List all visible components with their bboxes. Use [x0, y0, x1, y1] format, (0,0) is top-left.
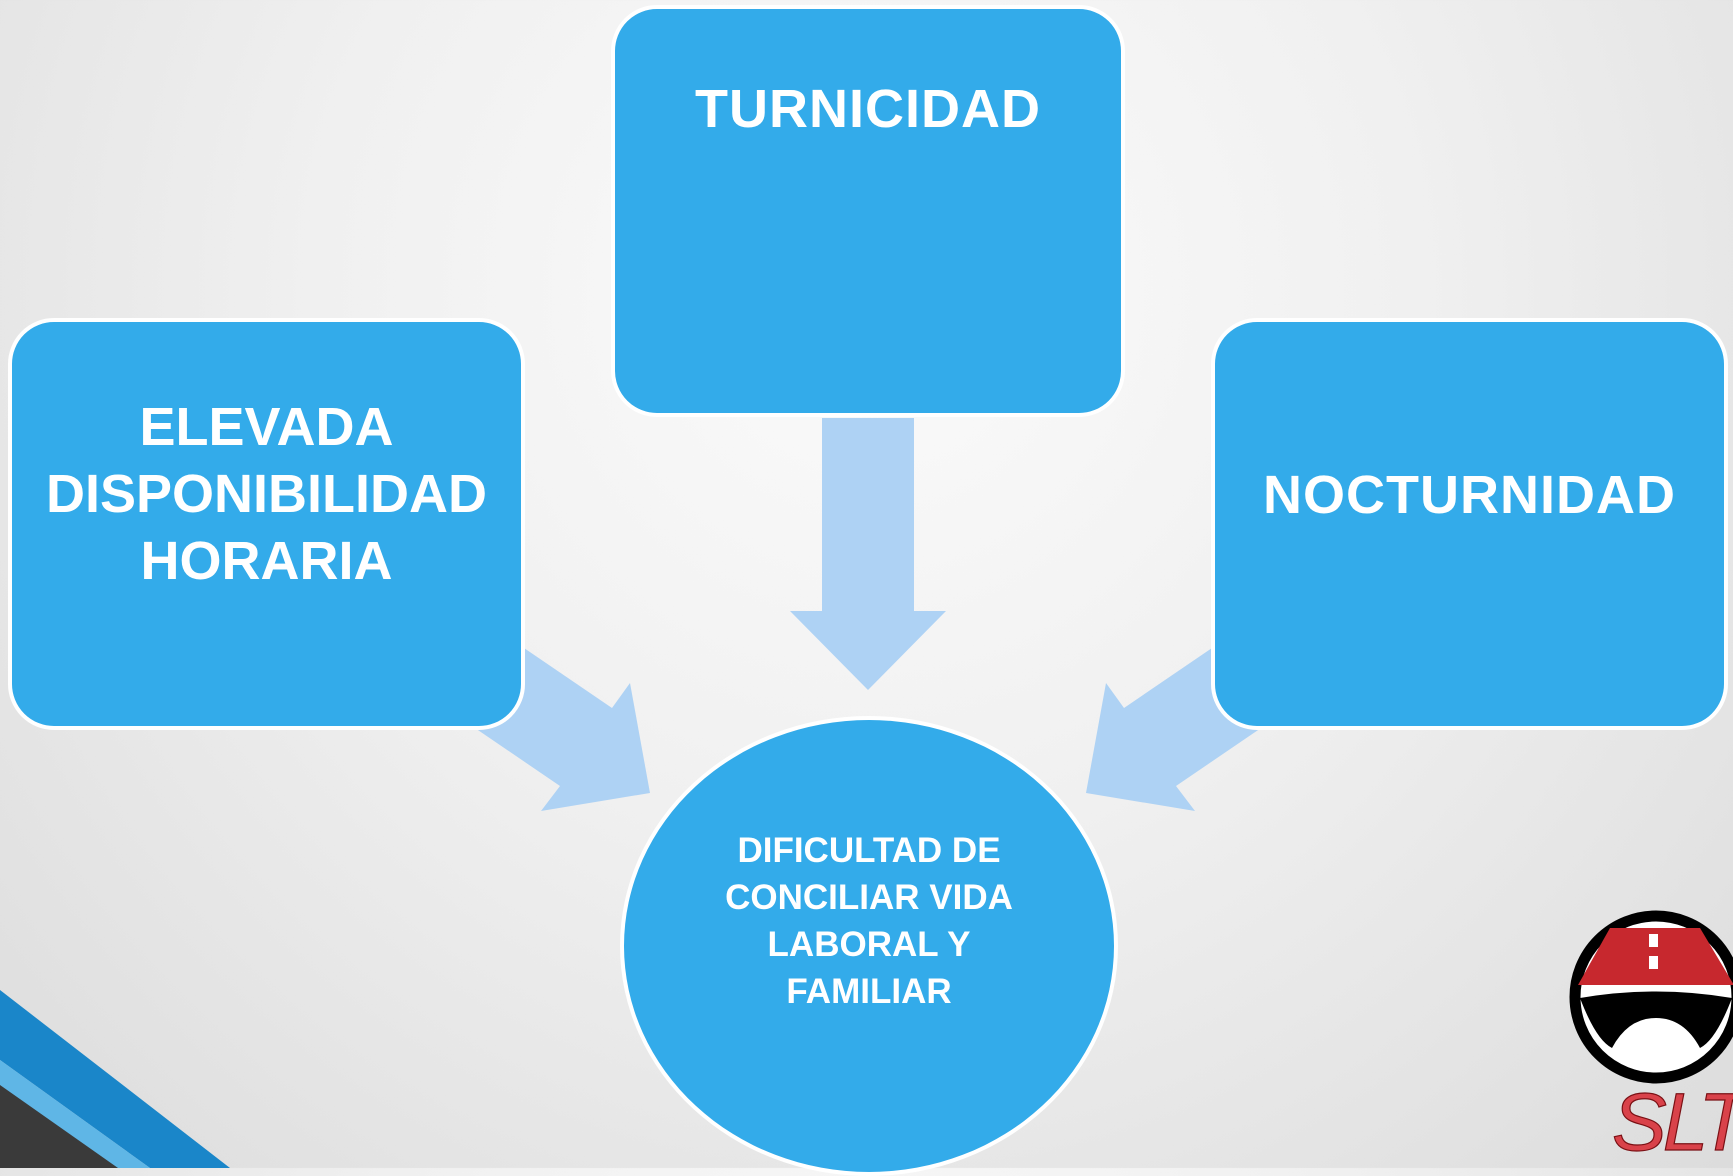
node-elevada-disponibilidad: ELEVADA DISPONIBILIDAD HORARIA: [8, 318, 525, 730]
node-nocturnidad: NOCTURNIDAD: [1211, 318, 1728, 730]
accent-bar-light: [0, 1060, 150, 1168]
node-label: TURNICIDAD: [695, 78, 1041, 139]
node-turnicidad: TURNICIDAD: [611, 5, 1125, 417]
node-label: ELEVADA DISPONIBILIDAD HORARIA: [45, 396, 488, 591]
logo-text: SLT: [1612, 1077, 1733, 1168]
node-label: NOCTURNIDAD: [1263, 465, 1676, 525]
arrow-down: [790, 418, 946, 690]
logo-mark: [1569, 910, 1733, 1084]
node-label: DIFICULTAD DE CONCILIAR VIDA LABORAL Y F…: [725, 831, 1013, 1011]
accent-bar-blue: [0, 990, 230, 1168]
node-dificultad-conciliar: DIFICULTAD DE CONCILIAR VIDA LABORAL Y F…: [620, 716, 1118, 1176]
